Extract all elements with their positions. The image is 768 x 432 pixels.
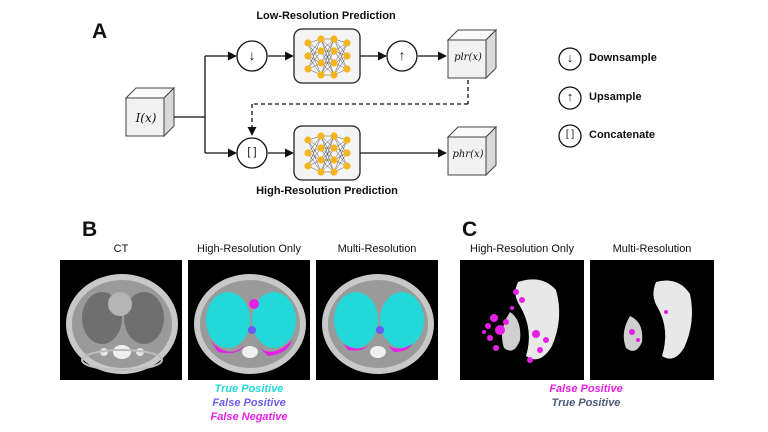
multi-res-3d-render (590, 260, 714, 380)
legend-downsample-label: Downsample (589, 52, 657, 64)
tile-title-c-hr-only: High-Resolution Only (470, 243, 574, 255)
panel-letter-a: A (92, 20, 108, 43)
legend-upsample-label: Upsample (589, 91, 642, 103)
architecture-diagram (125, 28, 582, 181)
input-label: I(x) (135, 111, 157, 125)
ct-image (60, 260, 182, 380)
key-true-positive-c: True Positive (551, 397, 621, 409)
tile-title-ct: CT (113, 243, 129, 255)
key-true-positive-b: True Positive (214, 383, 284, 395)
tile-title-multi-res: Multi-Resolution (337, 243, 417, 255)
hr-only-3d-render (460, 260, 584, 380)
legend-concatenate-label: Concatenate (589, 129, 656, 141)
low-res-title: Low-Resolution Prediction (256, 10, 396, 22)
upsample-circle (386, 40, 418, 72)
concat-symbol: [ ] (247, 146, 257, 158)
output-lr-label: plr(x) (454, 52, 482, 63)
legend-concatenate-icon: [ ] (565, 129, 575, 140)
legend-downsample-icon: ↓ (566, 50, 574, 65)
multi-res-segmentation-image (316, 260, 438, 380)
tile-title-hr-only: High-Resolution Only (197, 243, 301, 255)
high-res-network (293, 125, 361, 181)
tile-title-c-multi-res: Multi-Resolution (612, 243, 692, 255)
panel-letter-c: C (462, 218, 478, 241)
feedback-dashed-path (247, 80, 469, 136)
key-false-positive-c: False Positive (549, 383, 623, 395)
low-res-network (293, 28, 361, 84)
key-false-positive-b: False Positive (212, 397, 286, 409)
legend-circles (558, 47, 582, 148)
upsample-symbol: ↑ (398, 47, 406, 63)
legend-upsample-icon: ↑ (566, 89, 574, 104)
concatenate-circle (236, 137, 268, 169)
hr-only-segmentation-image (188, 260, 310, 380)
downsample-circle (236, 40, 268, 72)
key-false-negative-b: False Negative (210, 411, 288, 423)
panel-letter-b: B (82, 218, 98, 241)
output-hr-label: phr(x) (452, 149, 484, 160)
downsample-symbol: ↓ (248, 47, 256, 63)
high-res-title: High-Resolution Prediction (256, 185, 398, 197)
